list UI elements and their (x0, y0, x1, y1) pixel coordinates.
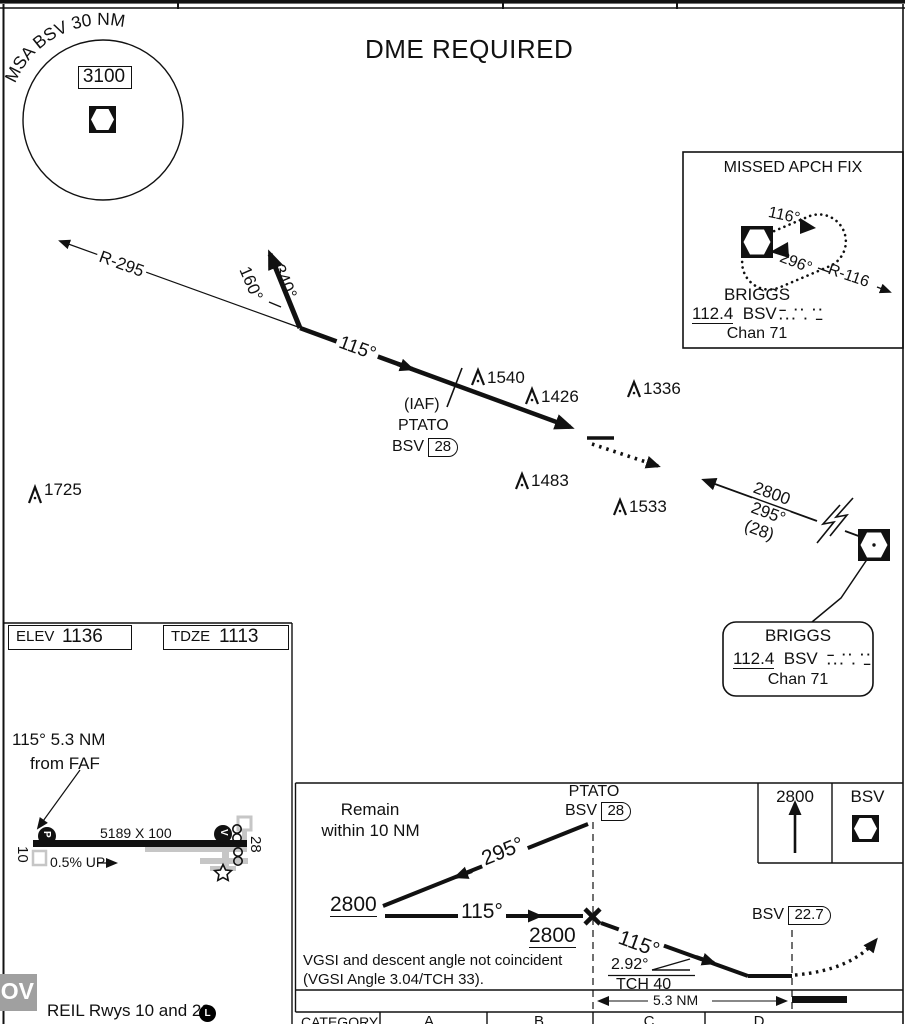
briggs-chan: Chan 71 (767, 671, 829, 688)
reil-icons (232, 823, 244, 866)
faf-note-line1: 115° 5.3 NM (12, 730, 106, 749)
tdze-label: TDZE (171, 628, 211, 645)
iaf-tag: (IAF) (404, 396, 440, 413)
obstacle-label: 1540 (487, 368, 525, 387)
iaf-tick (446, 367, 463, 408)
runway-bar (33, 840, 247, 847)
final-distance: 5.3 NM (650, 993, 702, 1008)
reil-note: REIL Rwys 10 and 28 (47, 1001, 211, 1020)
missed-navaid-ident: BSV (742, 304, 777, 323)
faf-note-line2: from FAF (30, 754, 100, 773)
profile-fix-dme-box: 28 (601, 802, 632, 821)
briggs-vor-icon (858, 529, 890, 561)
profile-fix-name: PTATO (568, 783, 620, 800)
papi-right-letter: V (218, 829, 229, 836)
tdze-value: 1113 (219, 626, 259, 647)
category-c: C (643, 1013, 655, 1024)
hold-arrow-top (800, 218, 816, 234)
watermark-overlay: OV (0, 974, 37, 1011)
papi-right-icon (214, 825, 232, 843)
papi-left-icon (38, 827, 56, 845)
page-title: DME REQUIRED (365, 34, 574, 64)
ma-ident: BSV (850, 787, 885, 806)
msa-vor-icon (89, 106, 116, 133)
obstacle-label: 1725 (44, 480, 82, 499)
watermark-text: OV (0, 978, 34, 1004)
iaf-name: PTATO (398, 417, 449, 434)
obstacle-icons (27, 367, 642, 516)
category-a: A (423, 1013, 434, 1024)
profile-outbound-alt: 2800 (330, 893, 377, 918)
profile-runway-bar (792, 996, 847, 1003)
iaf-ident: BSV 28 (392, 438, 459, 457)
remain-note-line1: Remain (340, 800, 400, 819)
beacon-star-icon (212, 862, 234, 882)
briggs-leader (811, 557, 869, 623)
elev-label: ELEV (16, 628, 55, 645)
profile-inbound-course: 115° (458, 900, 506, 924)
msa-circle (22, 39, 184, 201)
ma-dotted-curve (794, 937, 878, 977)
missed-dotted-track (591, 442, 661, 469)
ma-vor-icon (852, 815, 879, 842)
missed-navaid-freq: 112.4 BSV (692, 304, 777, 324)
obstacle-label: 1426 (541, 387, 579, 406)
category-label: CATEGORY (301, 1014, 379, 1024)
missed-navaid-chan: Chan 71 (726, 325, 788, 342)
missed-navaid-morse: – ·· ····· · – (779, 302, 825, 326)
briggs-name: BRIGGS (764, 626, 832, 645)
ma-altitude: 2800 (776, 787, 814, 806)
missed-navaid-name: BRIGGS (723, 285, 791, 304)
r295-line (58, 239, 299, 328)
category-d: D (753, 1013, 765, 1024)
descent-angle: 2.92° (611, 956, 649, 973)
profile-fix-ident: BSV 28 (565, 802, 632, 821)
briggs-info-box (722, 621, 874, 697)
runway-dimensions: 5189 X 100 (100, 825, 172, 841)
vgsi-note-line2: (VGSI Angle 3.04/TCH 33). (303, 971, 484, 988)
obstacle-label: 1483 (531, 471, 569, 490)
papi-left-letter: P (41, 831, 52, 838)
faf-leader-arrow (36, 769, 81, 830)
top-bar (0, 0, 905, 4)
holding-racetrack (740, 213, 848, 291)
briggs-ident: BSV (783, 649, 818, 668)
iaf-dme-box: 28 (428, 438, 459, 457)
missed-apch-box (682, 151, 904, 349)
vgsi-note-line1: VGSI and descent angle not coincident (303, 952, 563, 969)
runway-10-label: 10 (14, 846, 31, 863)
hold-vor-icon (741, 226, 773, 258)
profile-inbound-alt: 2800 (529, 924, 576, 949)
briggs-morse: – ·· ····· · – (827, 647, 873, 671)
briggs-freq: 112.4 BSV (733, 649, 818, 669)
map-fix: BSV 22.7 (752, 906, 831, 925)
course-340-arrow (267, 249, 303, 329)
remain-note-line2: within 10 NM (321, 821, 420, 840)
missed-box-title: MISSED APCH FIX (723, 159, 863, 176)
hold-arrow-bottom (770, 242, 789, 258)
zigzag-break (829, 497, 854, 537)
tch-value: TCH 40 (616, 976, 672, 993)
elev-value: 1136 (62, 626, 103, 647)
reil-badge: L (199, 1005, 216, 1022)
obstacle-label: 1533 (629, 497, 667, 516)
runway-28-label: 28 (247, 836, 264, 853)
faf-x-icon (583, 907, 602, 926)
obstacle-label: 1336 (643, 379, 681, 398)
msa-altitude: 3100 (82, 66, 126, 87)
category-b: B (533, 1013, 544, 1024)
map-dme-box: 22.7 (788, 906, 831, 925)
runway-slope: 0.5% UP (50, 854, 106, 870)
